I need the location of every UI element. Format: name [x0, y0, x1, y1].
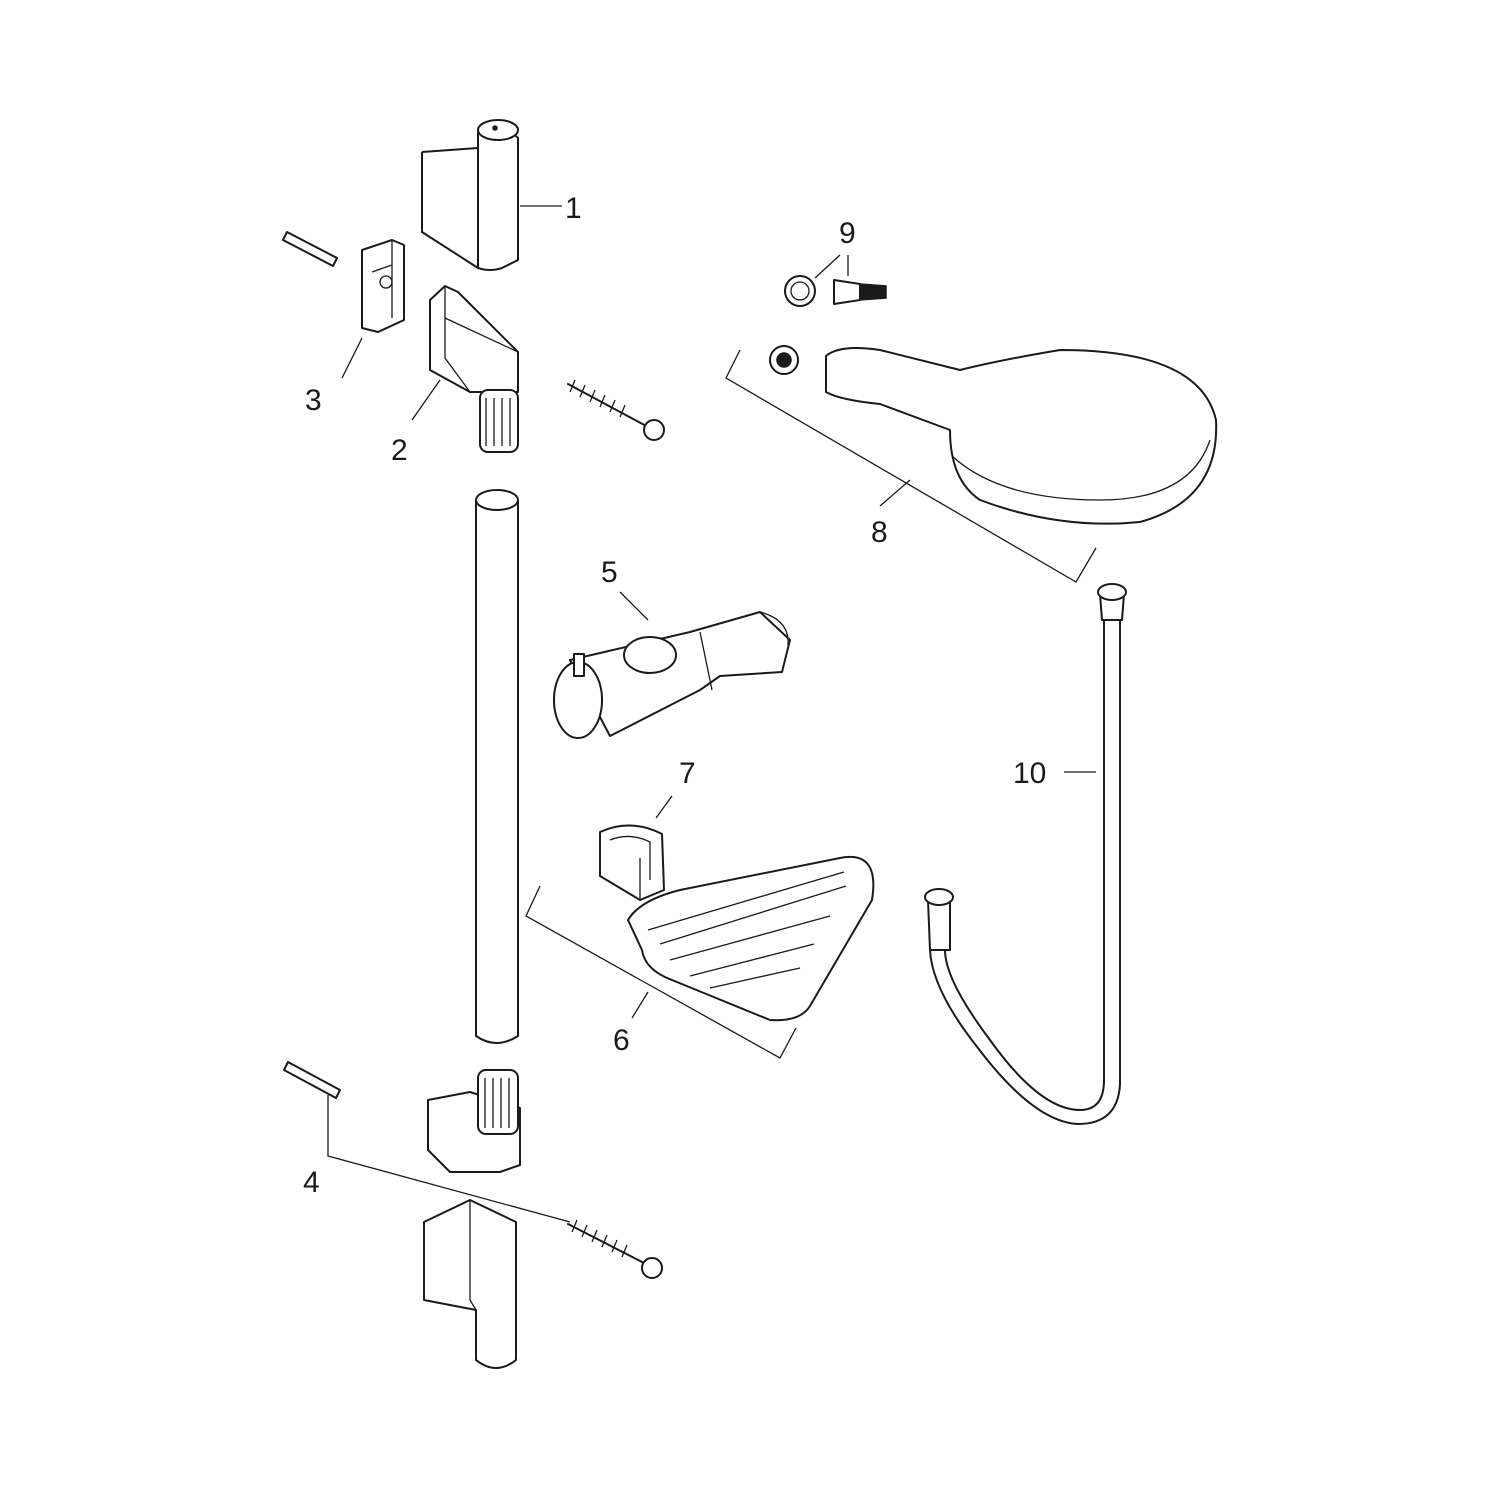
part-9-seal-limiter: [784, 254, 887, 307]
slide-rail: [475, 489, 519, 1044]
callout-5: 5: [601, 556, 618, 589]
part-10-hose: [924, 583, 1127, 1125]
callout-3: 3: [305, 384, 322, 417]
part-5-slider: [553, 591, 791, 739]
part-1-bracket-cover: [421, 119, 562, 271]
callout-9: 9: [839, 217, 856, 250]
callout-10: 10: [1013, 757, 1046, 790]
callout-1: 1: [565, 192, 582, 225]
lower-bracket: [427, 1069, 521, 1173]
part-6-soap-dish: [525, 855, 875, 1059]
part-7-clip: [599, 795, 673, 901]
part-4-dowel-screw: [283, 1061, 663, 1279]
part-3-wall-plate: [282, 231, 405, 379]
part-2-upper-bracket: [411, 285, 519, 453]
callout-8: 8: [871, 516, 888, 549]
callout-6: 6: [613, 1024, 630, 1057]
part-8-hand-shower: [725, 345, 1218, 583]
callout-7: 7: [679, 757, 696, 790]
callout-4: 4: [303, 1166, 320, 1199]
callout-2: 2: [391, 434, 408, 467]
screw-upper: [567, 379, 665, 441]
lower-bracket-cover: [423, 1199, 517, 1369]
